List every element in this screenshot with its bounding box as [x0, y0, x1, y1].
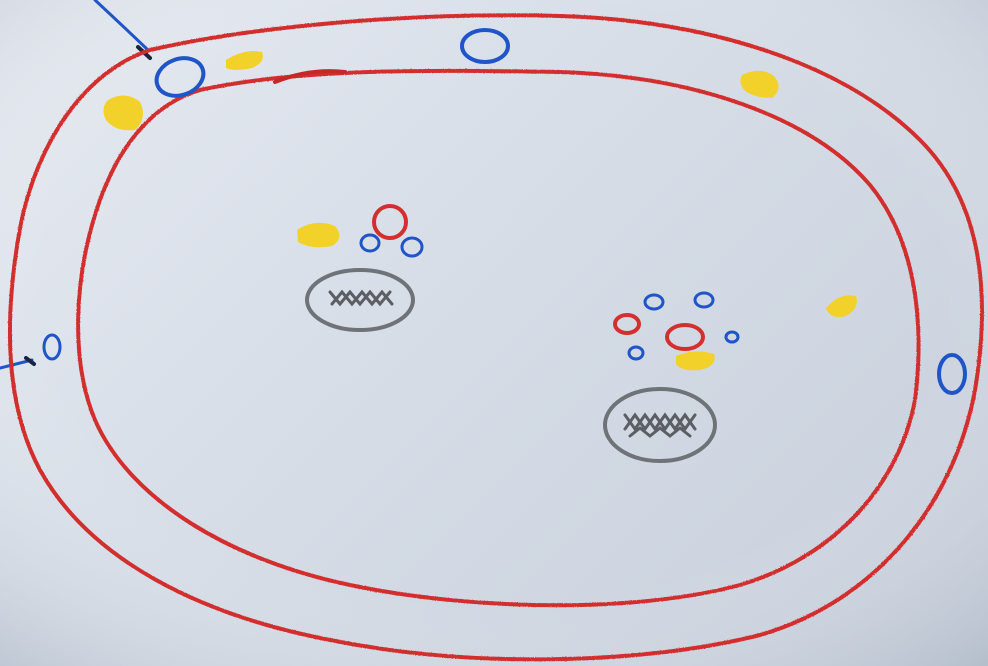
yellow-blob — [297, 223, 339, 248]
